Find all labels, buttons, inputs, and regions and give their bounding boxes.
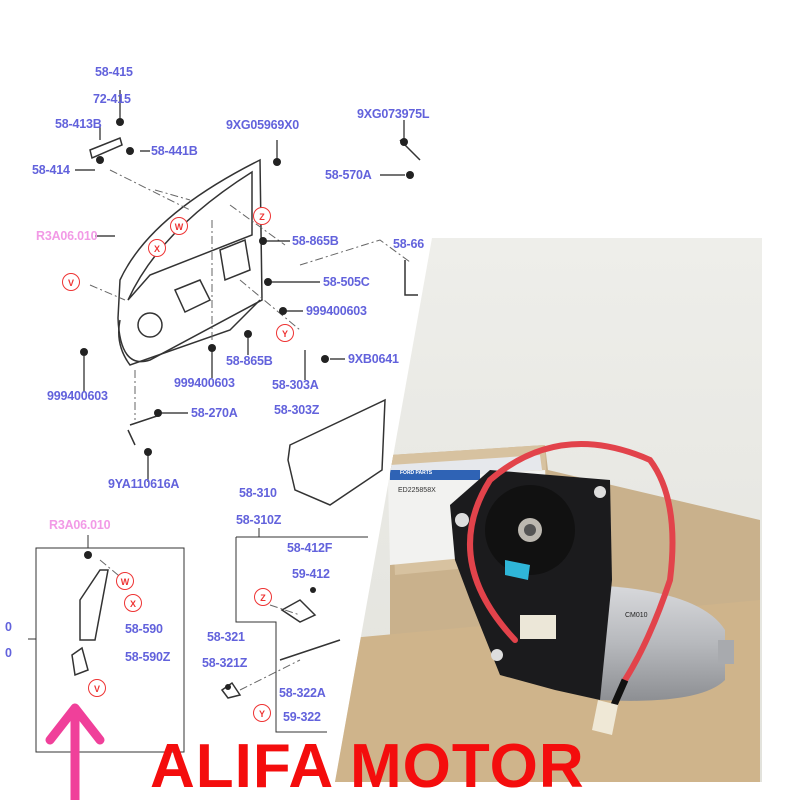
marker-y: Y — [276, 324, 294, 342]
marker-v: V — [88, 679, 106, 697]
part-label: 58-321Z — [202, 656, 248, 670]
watermark-text: ALIFA MOTOR — [150, 732, 585, 801]
part-label: 9YA110616A — [108, 477, 180, 491]
part-label: 58-590 — [125, 622, 163, 636]
part-label: 58-303A — [272, 378, 319, 392]
part-label: 59-412 — [292, 567, 330, 581]
part-label: 58-590Z — [125, 650, 171, 664]
marker-z: Z — [254, 588, 272, 606]
part-label: 58-570A — [325, 168, 372, 182]
part-label: 59-322 — [283, 710, 321, 724]
marker-x: X — [148, 239, 166, 257]
marker-w: W — [170, 217, 188, 235]
part-label: 58-321 — [207, 630, 245, 644]
marker-w: W — [116, 572, 134, 590]
part-label: 999400603 — [47, 389, 108, 403]
reference-label: R3A06.010 — [49, 518, 111, 532]
part-label: 58-66 — [393, 237, 424, 251]
part-label: 999400603 — [306, 304, 367, 318]
motor-label: CM010 — [625, 612, 648, 619]
part-label: 0 — [5, 620, 12, 634]
part-label: 58-413B — [55, 117, 102, 131]
part-label: 58-505C — [323, 275, 370, 289]
part-label: 58-414 — [32, 163, 70, 177]
box-brand: FORD PARTS — [400, 470, 433, 476]
part-label: 0 — [5, 646, 12, 660]
marker-x: X — [124, 594, 142, 612]
part-label: 999400603 — [174, 376, 235, 390]
part-label: 58-270A — [191, 406, 238, 420]
box-part-number: ED225858X — [398, 487, 436, 494]
part-label: 58-415 — [95, 65, 133, 79]
marker-v: V — [62, 273, 80, 291]
part-label: 58-412F — [287, 541, 333, 555]
part-label: 58-310Z — [236, 513, 282, 527]
marker-z: Z — [253, 207, 271, 225]
part-label: 9XG073975L — [357, 107, 430, 121]
part-label: 58-865B — [292, 234, 339, 248]
part-label: 9XG05969X0 — [226, 118, 300, 132]
marker-y: Y — [253, 704, 271, 722]
part-label: 58-310 — [239, 486, 277, 500]
reference-label: R3A06.010 — [36, 229, 98, 243]
part-label: 58-441B — [151, 144, 198, 158]
part-label: 72-415 — [93, 92, 131, 106]
part-label: 58-322A — [279, 686, 326, 700]
part-label: 58-303Z — [274, 403, 320, 417]
pink-arrow-icon — [45, 703, 105, 800]
part-label: 9XB0641 — [348, 352, 399, 366]
part-label: 58-865B — [226, 354, 273, 368]
